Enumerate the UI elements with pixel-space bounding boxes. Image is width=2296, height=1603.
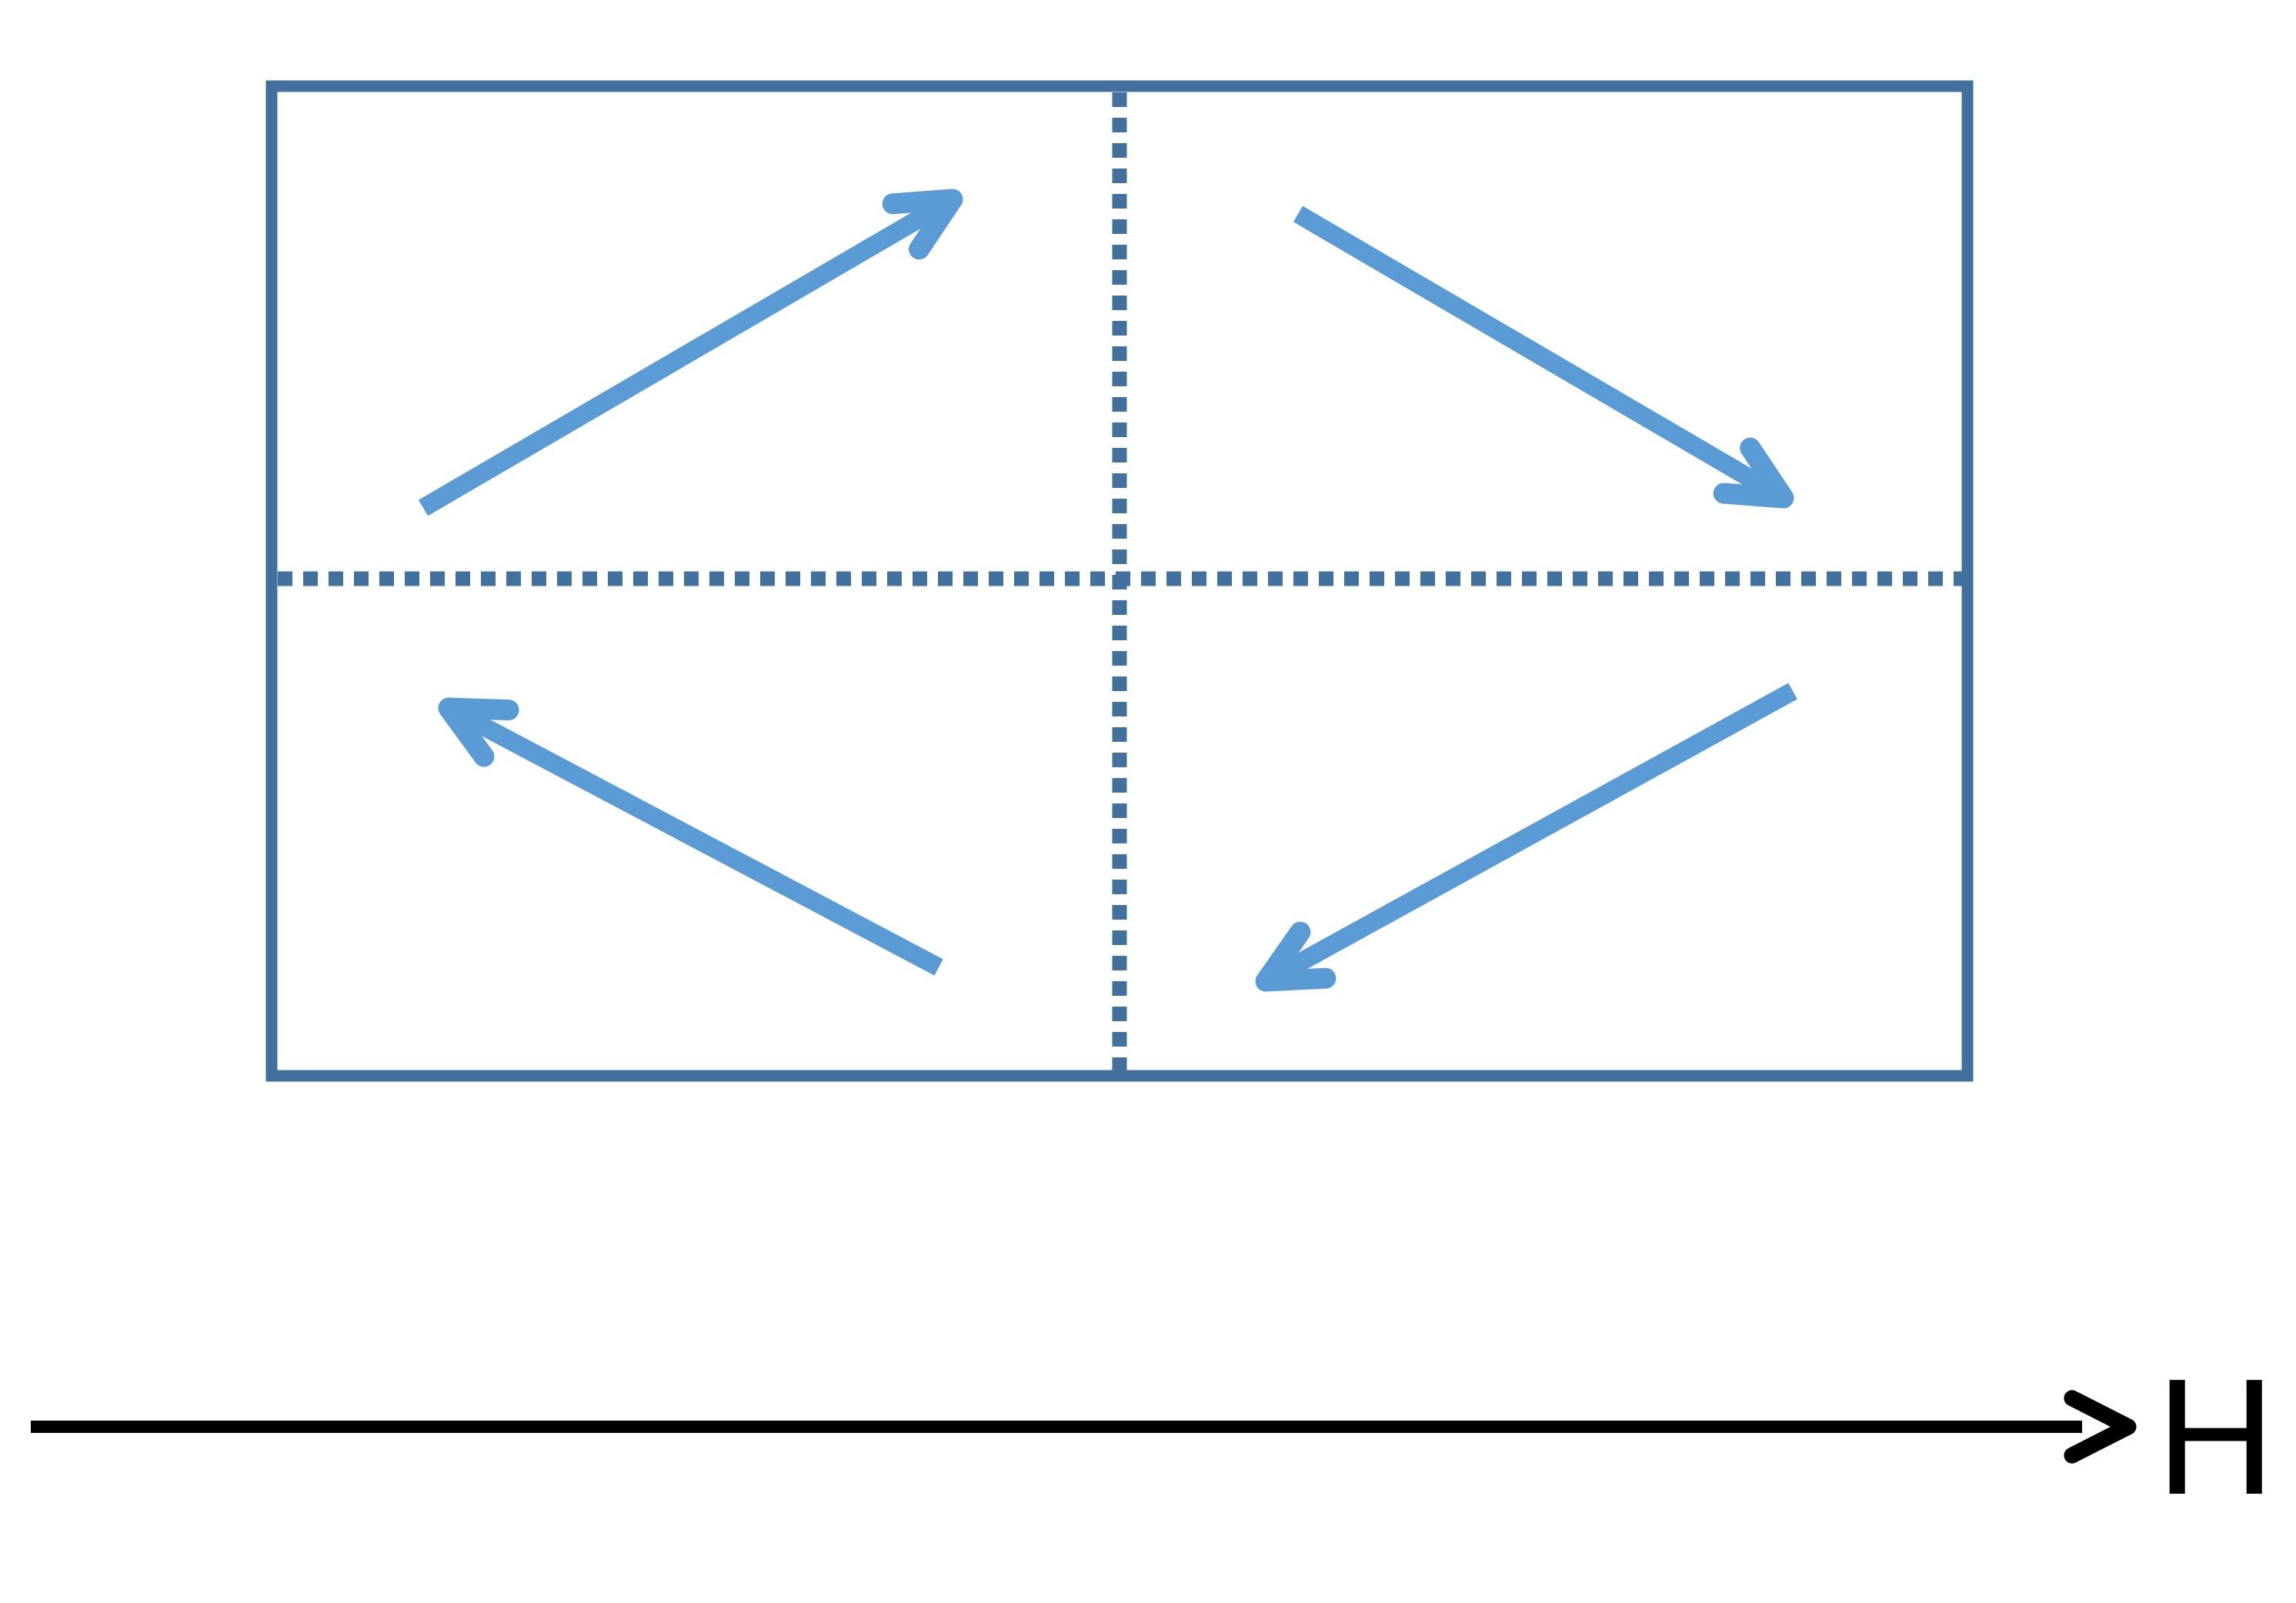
arrow-shaft — [418, 201, 940, 516]
field-axis-label: H — [2156, 1344, 2275, 1529]
arrow-shaft — [1279, 683, 1797, 980]
field-axis: H — [31, 1344, 2275, 1529]
arrow-head-icon — [882, 189, 963, 260]
arrow-head-icon — [438, 697, 519, 767]
arrow-head-icon — [1255, 921, 1337, 992]
magnetization-arrows — [418, 189, 1797, 992]
magnetization-arrow-bottom-left — [438, 697, 943, 976]
magnetization-arrow-top-left — [418, 189, 963, 516]
arrow-shaft — [462, 709, 943, 976]
magnetization-arrow-top-right — [1293, 205, 1794, 509]
field-axis-arrowhead-icon — [2064, 1390, 2137, 1464]
arrow-shaft — [1293, 205, 1771, 496]
domain-rectangle — [265, 80, 1974, 1082]
magnetization-arrow-bottom-right — [1255, 683, 1797, 992]
arrow-head-icon — [1713, 437, 1794, 509]
